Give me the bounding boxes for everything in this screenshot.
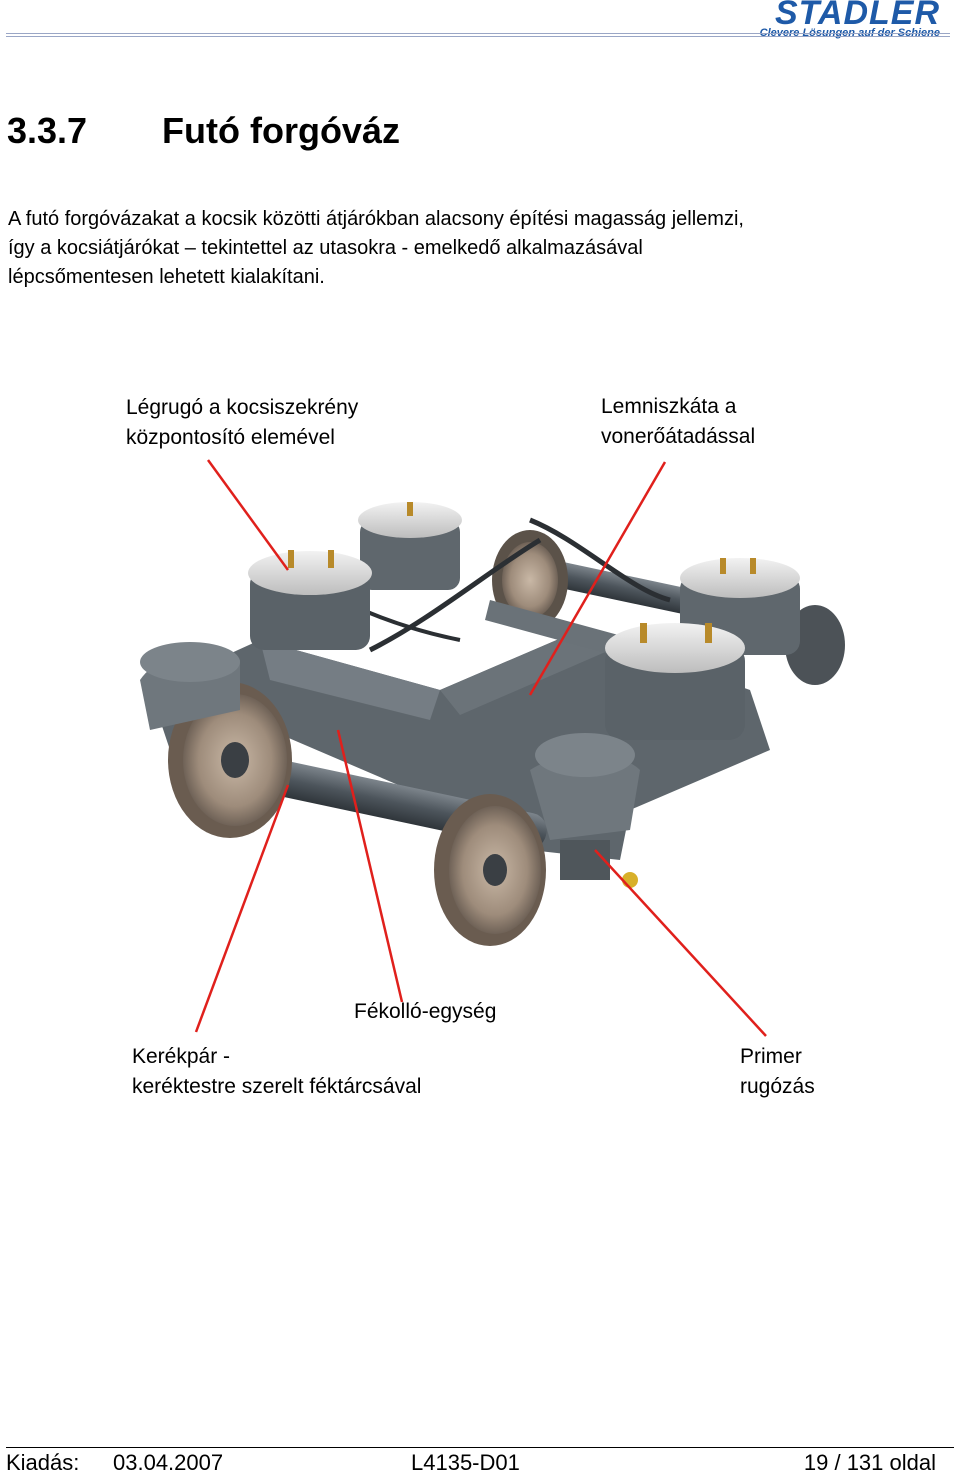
logo-word: STADLER	[774, 0, 940, 32]
label-line: Lemniszkáta a	[601, 395, 737, 418]
label-primary: Primer rugózás	[740, 1042, 815, 1102]
label-lemniscate: Lemniszkáta a vonerőátadással	[601, 392, 755, 452]
label-line: vonerőátadással	[601, 425, 756, 448]
intro-line: így a kocsiátjárókat – tekintettel az ut…	[8, 237, 643, 259]
primary-suspension	[530, 733, 640, 888]
pointer-brake-unit	[336, 729, 404, 1003]
pointer-wheelset	[194, 784, 290, 1033]
header-rule-secondary	[6, 36, 950, 37]
intro-paragraph: A futó forgóvázakat a kocsik közötti átj…	[8, 205, 943, 292]
section-number: 3.3.7	[7, 110, 88, 151]
label-line: központosító elemével	[126, 426, 335, 449]
footer-issue-date: 03.04.2007	[113, 1450, 224, 1475]
front-wheel-right	[434, 794, 546, 946]
pointer-primary	[594, 849, 767, 1037]
label-air-spring: Légrugó a kocsiszekrény központosító ele…	[126, 393, 358, 453]
section-title: Futó forgóváz	[162, 110, 400, 151]
intro-line: lépcsőmentesen lehetett kialakítani.	[8, 266, 325, 288]
pointer-air-spring	[206, 459, 290, 571]
label-brake-unit: Fékolló-egység	[354, 997, 496, 1027]
label-wheelset: Kerékpár - keréktestre szerelt féktárcsá…	[132, 1042, 421, 1102]
pointer-lemniscate	[528, 461, 667, 696]
footer-issue-label: Kiadás:	[6, 1450, 80, 1475]
header-rule	[6, 33, 950, 34]
axle-box-left	[140, 642, 240, 730]
front-wheel-left	[168, 682, 292, 838]
label-line: Kerékpár -	[132, 1045, 231, 1068]
label-line: Fékolló-egység	[354, 1000, 497, 1023]
air-spring-front-left	[248, 550, 372, 650]
air-spring-rear-left	[358, 502, 462, 590]
bogie-figure: Légrugó a kocsiszekrény központosító ele…	[110, 390, 870, 1120]
label-line: keréktestre szerelt féktárcsával	[132, 1075, 422, 1098]
footer-rule	[6, 1447, 954, 1448]
intro-line: A futó forgóvázakat a kocsik közötti átj…	[8, 208, 744, 230]
label-line: rugózás	[740, 1075, 815, 1098]
air-spring-front-right	[605, 623, 745, 740]
label-line: Légrugó a kocsiszekrény	[126, 396, 359, 419]
label-line: Primer	[740, 1045, 802, 1068]
footer-doc-id: L4135-D01	[411, 1450, 520, 1475]
footer-page-number: 19 / 131 oldal	[803, 1450, 936, 1475]
bogie-illustration	[140, 459, 845, 1037]
